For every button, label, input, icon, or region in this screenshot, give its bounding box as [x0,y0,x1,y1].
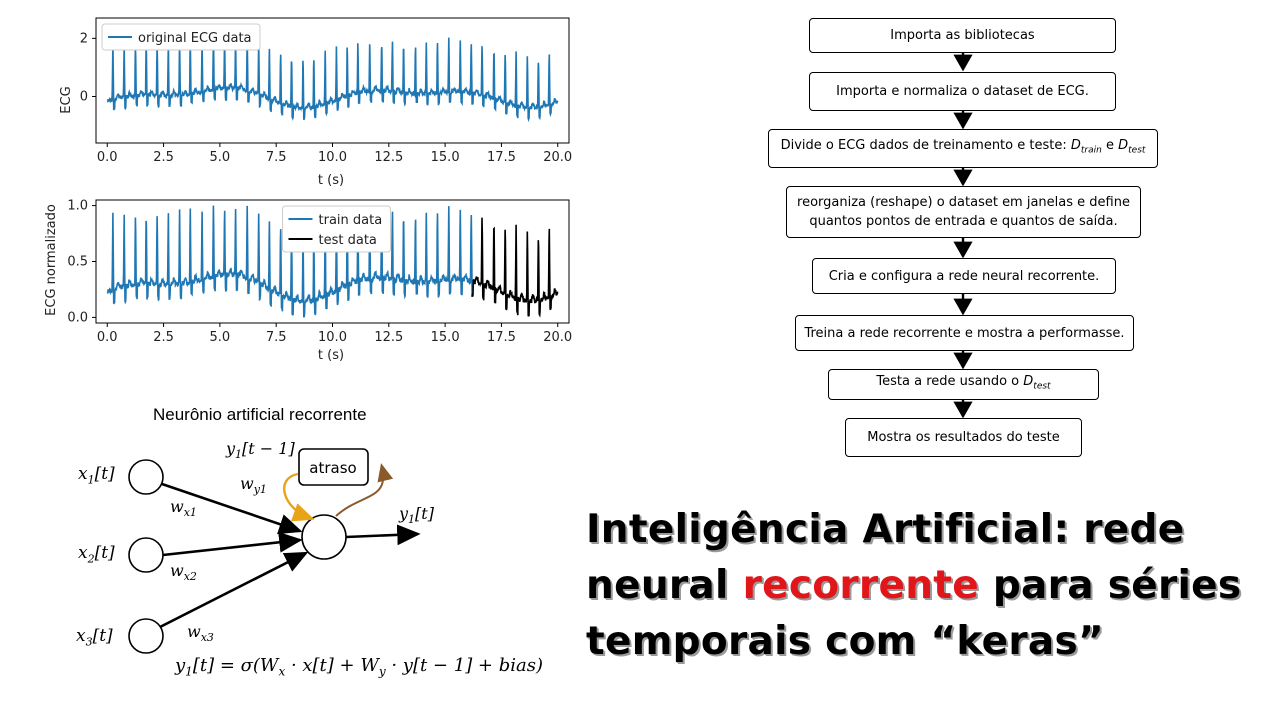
y-axis-label: ECG normalizado [44,204,59,316]
edge-x3 [159,551,309,629]
feedback-arrow-in [283,472,315,522]
label-x3: x3[t] [76,626,113,649]
title-word: para séries [978,563,1242,608]
flow-step-1-label: Importa as bibliotecas [890,28,1035,43]
flow-step-5-label: Cria e configura a rede neural recorrent… [828,268,1100,284]
label-wy1: wy1 [240,474,267,497]
feedback-arrow-out [335,463,394,517]
flow-step-6: Treina a rede recorrente e mostra a perf… [795,315,1134,351]
series-line [106,37,559,123]
x-tick-label: 10.0 [318,330,347,345]
edge-output [345,524,421,546]
x-tick-label: 10.0 [318,150,347,165]
label-x1: x1[t] [78,464,115,487]
title-line-2: neural recorrente para séries [586,562,1241,610]
x-tick-label: 2.5 [153,330,174,345]
flow-step-8: Mostra os resultados do teste [845,418,1082,457]
flow-step-7: Testa a rede usando o Dtest [828,369,1099,400]
neuron-equation: y1[t] = σ(Wx · x[t] + Wy · y[t − 1] + bi… [175,655,544,679]
x-tick-label: 7.5 [266,150,287,165]
flow-step-3: Divide o ECG dados de treinamento e test… [768,129,1158,168]
x-tick-label: 12.5 [374,150,403,165]
delay-label: atraso [309,459,356,477]
input-node-x3 [128,618,164,654]
neuron-title: Neurônio artificial recorrente [153,405,367,424]
x-tick-label: 7.5 [266,330,287,345]
x-axis-label: t (s) [318,348,344,363]
flow-step-1: Importa as bibliotecas [809,18,1116,53]
x-tick-label: 15.0 [431,150,460,165]
label-y1-delayed: y1[t − 1] [226,439,295,462]
x-tick-label: 20.0 [543,150,572,165]
flow-step-8-label: Mostra os resultados do teste [867,430,1060,445]
label-wx3: wx3 [187,622,214,645]
x-tick-label: 0.0 [97,150,118,165]
ecg-chart-normalized: ECG normalizado t (s) 0.0 2.5 5.0 7.5 10.0 12… [44,199,572,363]
y-tick-label: 2 [80,31,88,46]
label-wx1: wx1 [170,497,197,520]
input-node-x1 [128,459,164,495]
x-tick-label: 20.0 [543,330,572,345]
legend-label: test data [319,233,377,248]
series-line [471,217,559,318]
title-word: neural [586,563,743,608]
series-line [106,205,473,318]
flow-step-6-label: Treina a rede recorrente e mostra a perf… [804,325,1125,341]
x-tick-label: 15.0 [431,330,460,345]
legend [101,23,261,51]
y-tick-label: 0 [80,89,88,104]
y-axis-label: ECG [59,86,74,113]
title-highlight: recorrente [742,563,979,608]
label-wx2: wx2 [170,561,197,584]
title-line-3: temporais com “keras” [586,619,1104,664]
flow-step-3-label: Divide o ECG dados de treinamento e test… [780,138,1146,156]
flow-step-5: Cria e configura a rede neural recorrent… [812,258,1116,294]
edge-x1 [161,482,303,535]
x-tick-label: 17.5 [487,330,516,345]
y-tick-label: 1.0 [67,199,88,214]
neuron-diagram: atraso [128,448,421,654]
x-tick-label: 12.5 [374,330,403,345]
flow-step-2: Importa e normaliza o dataset de ECG. [809,72,1116,111]
x-tick-label: 2.5 [153,150,174,165]
x-axis-label: t (s) [318,173,344,188]
y-tick-label: 0.5 [67,255,88,270]
flow-step-4: reorganiza (reshape) o dataset em janela… [786,186,1141,238]
title-line-1: Inteligência Artificial: rede [586,507,1185,552]
legend-label: original ECG data [138,31,252,46]
delay-box [298,448,369,486]
x-tick-label: 0.0 [97,330,118,345]
x-tick-label: 5.0 [210,330,231,345]
label-y1-output: y1[t] [399,504,434,527]
legend [282,205,391,253]
flow-step-2-label: Importa e normaliza o dataset de ECG. [836,84,1089,99]
y-tick-label: 0.0 [67,310,88,325]
legend-label: train data [319,213,383,228]
x-tick-label: 5.0 [210,150,231,165]
flow-step-7-label: Testa a rede usando o Dtest [876,374,1051,392]
flow-step-4-label: reorganiza (reshape) o dataset em janela… [797,195,1130,229]
edge-x2 [162,531,303,557]
x-tick-label: 17.5 [487,150,516,165]
label-x2: x2[t] [78,543,115,566]
